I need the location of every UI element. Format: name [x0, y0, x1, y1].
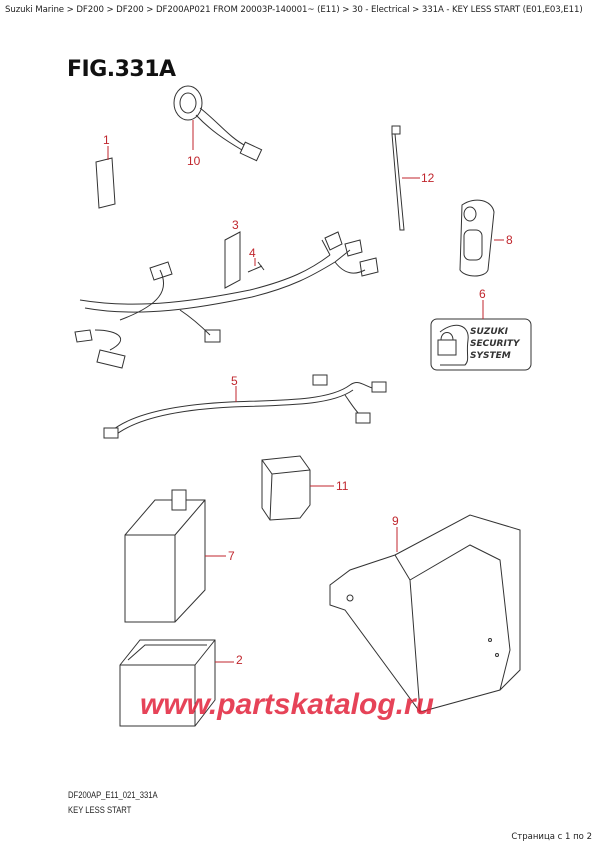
padlock-icon: [437, 339, 457, 356]
part-10-sensor-harness[interactable]: [173, 85, 263, 162]
callout-7: 7: [228, 549, 235, 563]
label-line2: SECURITY: [470, 339, 521, 349]
figure-title: FIG.331A: [67, 57, 176, 82]
part-9-bracket[interactable]: [329, 514, 521, 713]
part-2-case[interactable]: [119, 639, 234, 727]
label-line1: SUZUKI: [470, 327, 509, 337]
label-line3: SYSTEM: [470, 351, 511, 361]
callout-9: 9: [392, 514, 399, 528]
callout-11: 11: [336, 479, 349, 493]
callout-1: 1: [103, 133, 110, 147]
part-11-relay[interactable]: [261, 455, 334, 521]
callout-6: 6: [479, 287, 486, 301]
callout-3: 3: [232, 218, 239, 232]
part-5-sub-harness[interactable]: [103, 374, 387, 439]
part-6-security-label[interactable]: [430, 300, 532, 371]
figure-code: DF200AP_E11_021_331A: [68, 790, 158, 800]
watermark: www.partskatalog.ru: [140, 688, 434, 721]
breadcrumb: Suzuki Marine > DF200 > DF200 > DF200AP0…: [5, 5, 583, 15]
part-8-key-fob[interactable]: [459, 199, 504, 277]
part-4-screw[interactable]: [247, 258, 265, 273]
page-indicator: Страница с 1 по 2: [511, 832, 592, 842]
callout-12: 12: [421, 171, 435, 185]
callout-10: 10: [187, 154, 201, 168]
part-12-tie-strap[interactable]: [391, 125, 420, 231]
callout-8: 8: [506, 233, 513, 247]
figure-caption: KEY LESS START: [68, 805, 132, 815]
callout-5: 5: [231, 374, 238, 388]
part-7-control-module[interactable]: [124, 489, 226, 623]
callout-4: 4: [249, 246, 256, 260]
part-3-main-harness[interactable]: [74, 231, 379, 369]
part-1-card[interactable]: [95, 146, 116, 209]
callout-2: 2: [236, 653, 243, 667]
